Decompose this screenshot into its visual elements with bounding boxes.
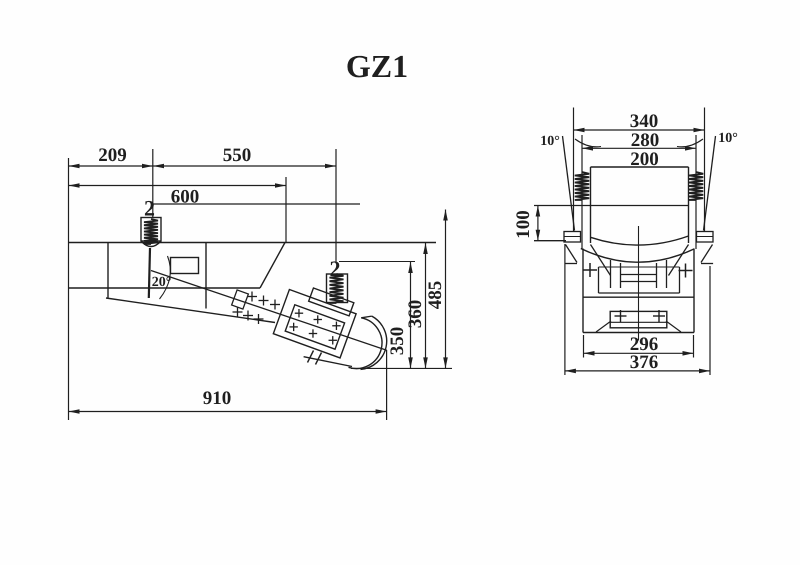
svg-text:20°: 20° <box>152 275 172 290</box>
svg-text:280: 280 <box>631 130 660 151</box>
svg-text:550: 550 <box>223 145 252 166</box>
svg-text:10°: 10° <box>540 134 560 149</box>
svg-text:200: 200 <box>630 149 659 170</box>
svg-text:485: 485 <box>425 281 446 310</box>
svg-text:340: 340 <box>630 111 659 132</box>
svg-text:910: 910 <box>203 388 232 409</box>
svg-text:209: 209 <box>98 145 127 166</box>
svg-text:2: 2 <box>144 195 155 220</box>
svg-text:296: 296 <box>630 334 659 355</box>
svg-text:100: 100 <box>513 210 534 239</box>
svg-text:GZ1: GZ1 <box>346 48 408 84</box>
svg-text:350: 350 <box>387 327 408 356</box>
svg-text:10°: 10° <box>718 131 738 146</box>
svg-text:2: 2 <box>329 256 340 281</box>
svg-text:600: 600 <box>171 186 200 207</box>
svg-text:376: 376 <box>630 352 659 373</box>
svg-text:360: 360 <box>405 300 426 329</box>
